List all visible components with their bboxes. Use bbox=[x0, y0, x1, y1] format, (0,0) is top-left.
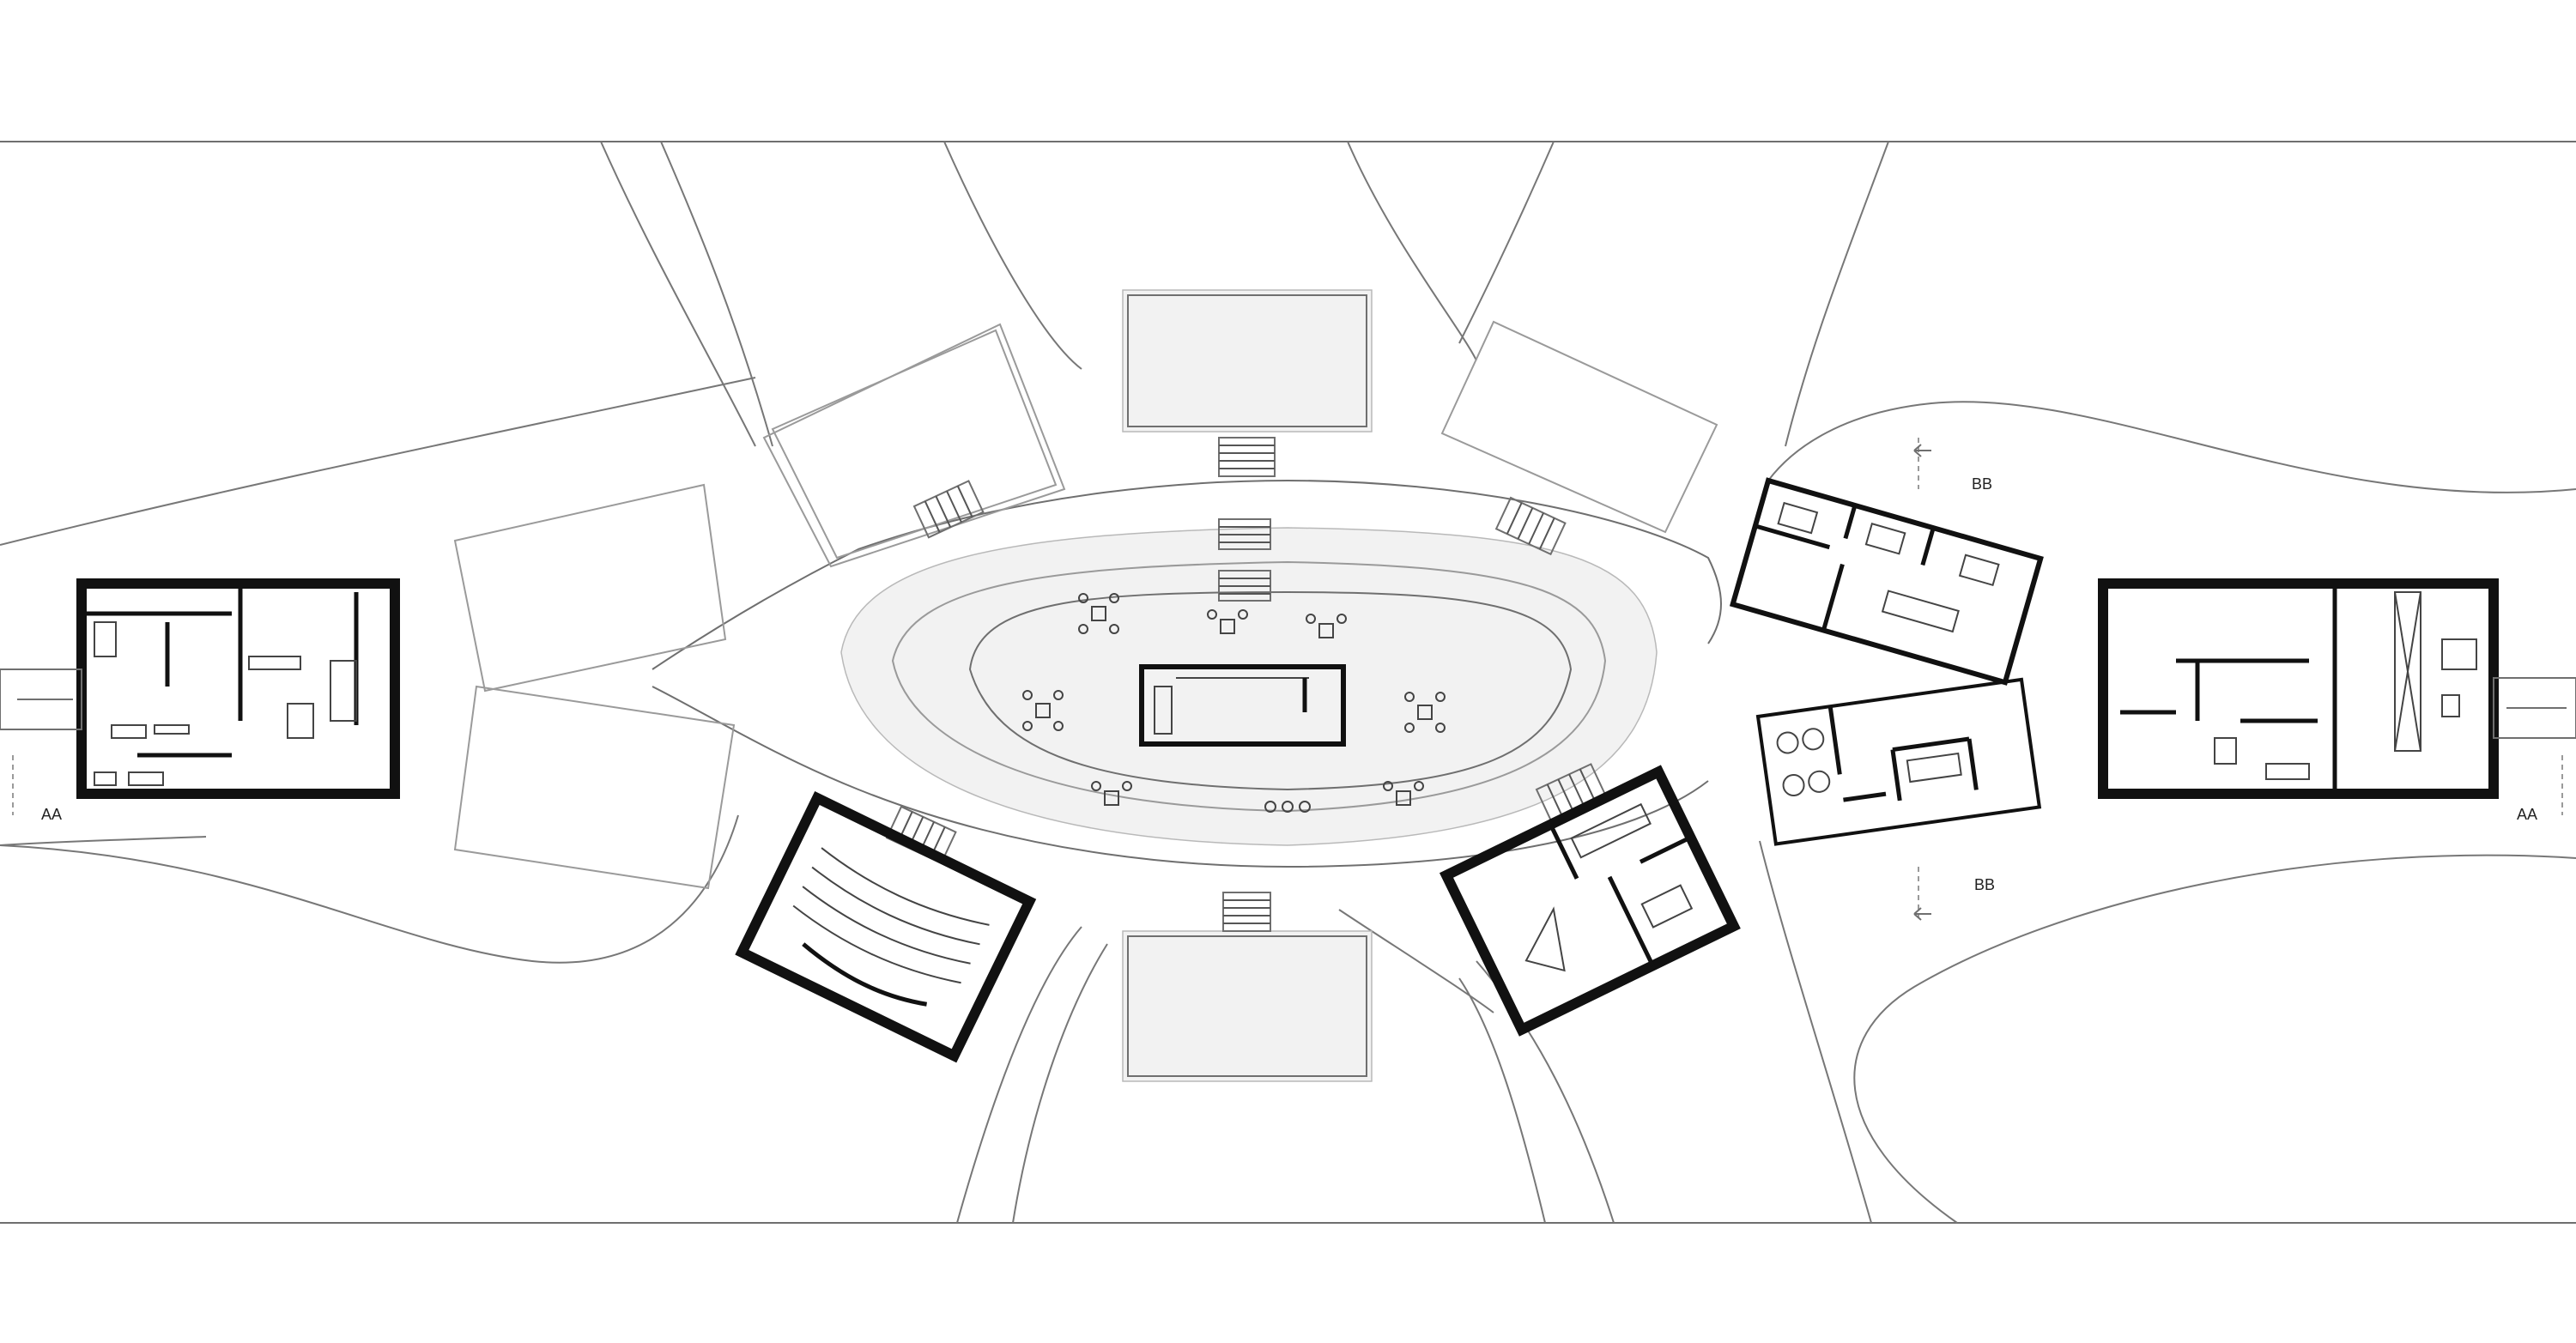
central-kiosk bbox=[1139, 664, 1346, 747]
section-label-aa-left: AA bbox=[41, 806, 62, 823]
central-plaza bbox=[652, 479, 1722, 868]
building-aa-right bbox=[2098, 578, 2576, 799]
section-markers bbox=[12, 438, 2563, 921]
section-label-aa-right: AA bbox=[2517, 806, 2537, 823]
section-label-bb-bottom: BB bbox=[1974, 876, 1995, 893]
road-network bbox=[0, 141, 2576, 1224]
building-aa-left bbox=[0, 578, 400, 799]
green-roof-blocks bbox=[453, 289, 1718, 1082]
building-studio bbox=[1439, 765, 1741, 1037]
section-label-bb-top: BB bbox=[1972, 475, 1992, 493]
building-auditorium bbox=[735, 790, 1037, 1063]
building-bb-upper bbox=[1729, 477, 2044, 686]
plaza-tables bbox=[1022, 593, 1446, 813]
building-bb-lower bbox=[1755, 677, 2042, 846]
